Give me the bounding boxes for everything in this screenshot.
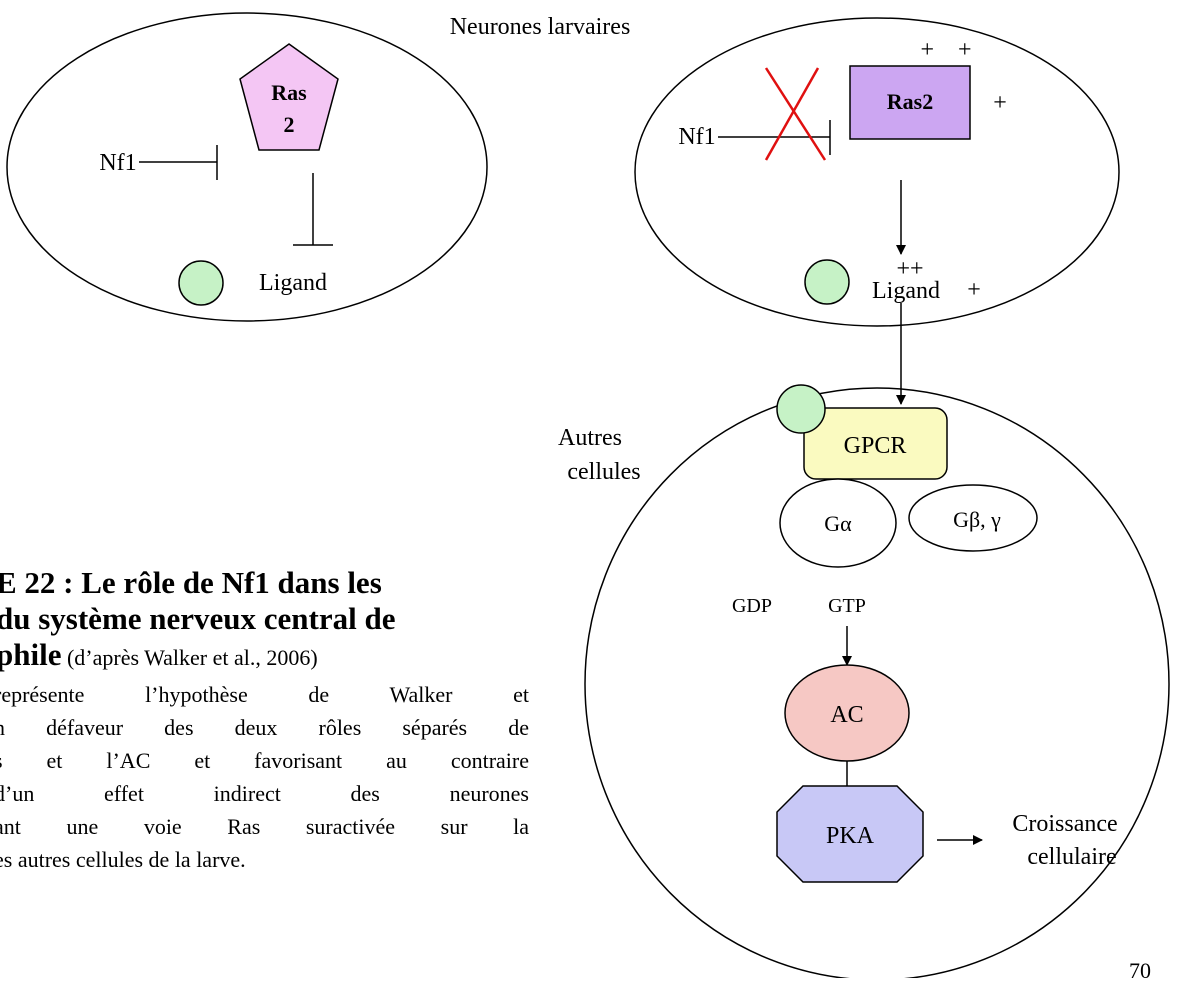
pka-kinase [776,785,924,883]
left-ras2-label-line2: 2 [284,112,295,137]
ras2-activity-plus-top: + + [920,37,971,63]
caption-body-line: représente l’hypothèse de Walker et [0,682,529,707]
left-nf1-label: Nf1 [99,150,136,176]
left-ligand-label: Ligand [259,270,327,296]
growth-label-line1: Croissance [1012,811,1117,837]
ligand-plus-side: + [967,277,981,303]
red-cross-stroke-1 [764,67,827,161]
caption-body-line: s et l’AC et favorisant au contraire [0,748,529,773]
left-neuron-cell [6,12,488,322]
other-cell [584,387,1170,978]
caption-title-line3-wrapper: phile (d’après Walker et al., 2006) [0,637,556,676]
g-alpha-subunit [779,478,897,568]
ligand-plus-top: ++ [896,256,923,282]
caption-body-line: d’un effet indirect des neurones [0,781,529,806]
caption-reference: (d’après Walker et al., 2006) [61,645,318,670]
caption-title-line1: E 22 : Le rôle de Nf1 dans les [0,565,382,600]
left-ligand-circle [178,260,224,306]
gtp-label: GTP [828,595,866,617]
other-cells-label-line2: cellules [567,459,640,485]
ras2-activity-plus-side: + [993,90,1007,116]
right-ligand-circle [804,259,850,305]
diagram-title: Neurones larvaires [450,14,631,40]
left-ras2-label-line1: Ras [271,80,307,105]
red-cross-stroke-2 [764,67,820,161]
right-ras2-label: Ras2 [887,89,933,114]
ac-label: AC [830,702,863,728]
g-beta-gamma-label: Gβ, γ [953,507,1001,532]
figure-caption-body: représente l’hypothèse de Walker et n dé… [0,678,529,876]
gdp-label: GDP [732,595,772,617]
left-ras2-pentagon [239,43,339,151]
other-cells-label-line1: Autres [558,425,622,451]
caption-body-line: ant une voie Ras suractivée sur la [0,814,529,839]
gpcr-receptor [803,407,948,480]
figure-caption-title: E 22 : Le rôle de Nf1 dans les du systèm… [0,565,556,676]
right-ras2-box [849,65,971,140]
growth-label-line2: cellulaire [1027,844,1116,870]
gpcr-label: GPCR [844,433,907,459]
g-alpha-label: Gα [824,511,852,536]
right-ligand-label: Ligand [872,278,940,304]
page-number: 70 [1129,958,1151,983]
right-nf1-label: Nf1 [678,124,715,150]
caption-body-line: n défaveur des deux rôles séparés de [0,715,529,740]
right-neuron-cell [634,17,1120,327]
pka-label: PKA [826,823,875,849]
g-beta-gamma-subunit [908,484,1038,552]
caption-body-line: es autres cellules de la larve. [0,847,246,872]
caption-title-line3: phile [0,637,62,672]
bound-ligand-circle [776,384,826,434]
caption-title-line2: du système nerveux central de [0,601,396,636]
